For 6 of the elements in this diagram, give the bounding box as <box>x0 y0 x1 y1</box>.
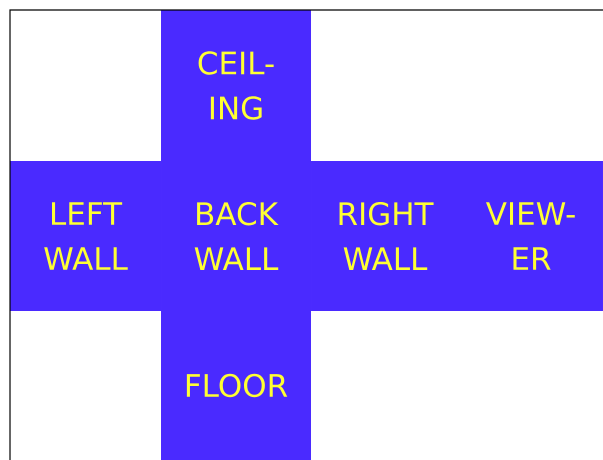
cell-label: FLOOR <box>161 311 311 460</box>
cell-label: BACK WALL <box>161 161 311 311</box>
cell-label: RIGHT WALL <box>311 161 459 311</box>
cell-label: VIEW- ER <box>459 161 603 311</box>
cell-label: LEFT WALL <box>10 161 161 311</box>
cell-label: CEIL- ING <box>161 10 311 161</box>
